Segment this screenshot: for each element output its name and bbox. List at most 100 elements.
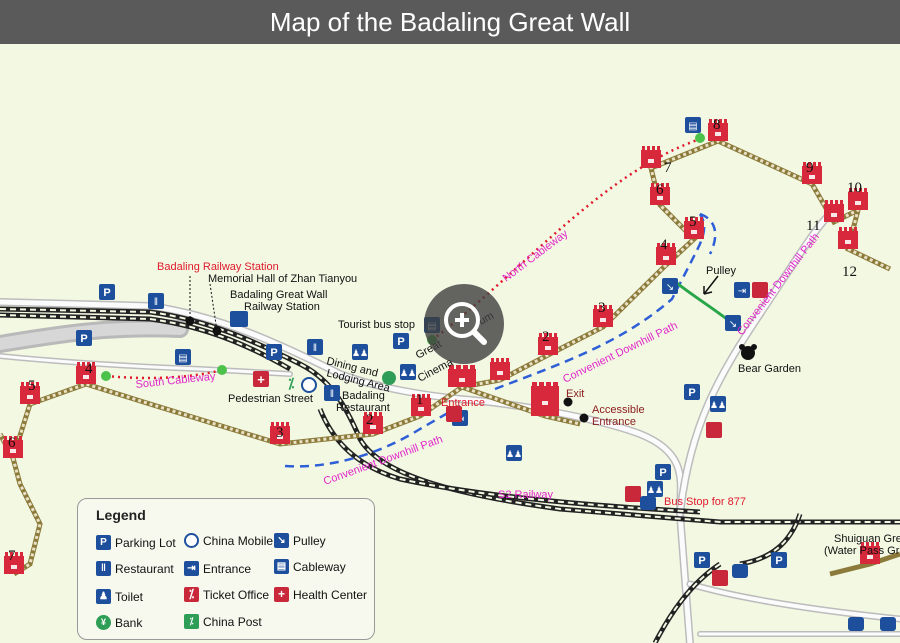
tower-glyph-north-9 (802, 162, 822, 184)
pulley-icon: ↘ (725, 315, 741, 331)
china-mobile-icon (301, 377, 317, 393)
railways (0, 306, 900, 643)
magnifier-plus-icon (444, 302, 480, 338)
tower-glyph-north-5 (684, 217, 704, 239)
tower-glyph-north-7 (641, 146, 661, 168)
toilet-icon: ♟♟ (647, 481, 663, 497)
svg-text:↘: ↘ (729, 319, 737, 330)
label-bus-stop-877: Bus Stop for 877 (664, 496, 746, 508)
svg-text:⁒: ⁒ (288, 375, 295, 391)
legend-item-restaurant: ǁ Restaurant (96, 561, 174, 576)
label-shuiguan-2: (Water Pass Gr (824, 545, 900, 557)
label-railway-station: Badaling Railway Station (157, 261, 279, 273)
toilet-icon: ♟♟ (506, 445, 522, 461)
legend: Legend P Parking Lot China Mobile ↘ Pull… (77, 498, 375, 640)
tower-south-2: 2 (366, 412, 374, 428)
legend-label: Bank (115, 615, 143, 630)
zoom-control[interactable] (424, 284, 504, 364)
svg-text:▤: ▤ (688, 121, 697, 132)
tower-glyph-north-4 (656, 243, 676, 265)
tower-glyph-south-5 (20, 382, 40, 404)
svg-text:P: P (103, 287, 110, 299)
pulley-icon: ↘ (662, 278, 678, 294)
tower-glyph-north-12 (838, 227, 858, 249)
tower-glyph-north-1 (411, 394, 431, 416)
svg-text:P: P (80, 333, 87, 345)
label-downhill-2: Convenient Downhill Path (561, 320, 679, 386)
south-cableway-right-dot (217, 365, 227, 375)
south-cableway-line (105, 368, 223, 380)
restaurant-icon: ǁ (307, 339, 323, 355)
tower-south-5: 5 (28, 378, 36, 394)
tower-north-9: 9 (806, 160, 814, 176)
parking-icon: P (96, 535, 111, 550)
label-north-cableway: North Cableway (501, 227, 571, 284)
cableway-icon: ▤ (274, 559, 289, 574)
bus-icon (848, 617, 864, 631)
parking-icon: P (266, 344, 282, 360)
legend-label: Parking Lot (115, 535, 176, 550)
ticket-office-icon (752, 282, 768, 298)
tower-glyph-north-10 (848, 188, 868, 210)
parking-icon: P (393, 333, 409, 349)
north-cableway-top-dot (695, 133, 705, 143)
restaurant-icon: ǁ (96, 561, 111, 576)
svg-text:ǁ: ǁ (154, 297, 158, 308)
bus-icon (880, 617, 896, 631)
ticket-office-icon: ⁒ (184, 587, 199, 602)
parking-icon: P (655, 464, 671, 480)
tower-north-1: 1 (416, 392, 424, 408)
pulley-line (672, 278, 729, 322)
toilet-icon: ♟♟ (400, 364, 416, 380)
svg-text:♟♟: ♟♟ (352, 348, 368, 358)
legend-item-toilet: ♟ Toilet (96, 589, 143, 604)
tower-glyph-shuiguan (860, 542, 880, 564)
tower-north-12: 12 (842, 264, 857, 280)
legend-label: China Mobile (203, 533, 274, 548)
tower-north-3: 3 (598, 300, 606, 316)
tower-glyph-entrance-2 (490, 358, 510, 380)
tower-north-4: 4 (660, 237, 668, 253)
label-restaurant-2: Restaurant (336, 402, 390, 414)
tower-north-7: 7 (664, 160, 672, 176)
tower-numbers: 1 2 3 4 5 6 7 8 9 10 11 12 3 4 5 6 7 2 (8, 117, 862, 564)
svg-text:♟♟: ♟♟ (400, 368, 416, 378)
tower-north-10: 10 (847, 180, 862, 196)
tower-glyph-south-3 (270, 422, 290, 444)
bear-icon (739, 344, 757, 360)
cableway-icon: ▤ (685, 117, 701, 133)
tower-glyph-north-6 (650, 183, 670, 205)
bank-icon: ¥ (96, 615, 111, 630)
tower-glyph-north-8 (708, 119, 728, 141)
legend-label: Toilet (115, 589, 144, 604)
legend-item-cableway: ▤ Cableway (274, 559, 346, 574)
parking-icon: P (684, 384, 700, 400)
china-mobile-icon (184, 533, 199, 548)
parking-icon: P (76, 330, 92, 346)
tower-glyph-south-2 (363, 412, 383, 434)
legend-item-china-post: ⁒ China Post (184, 614, 262, 629)
tower-north-11: 11 (806, 218, 820, 234)
legend-label: China Post (203, 614, 262, 629)
label-bear-garden: Bear Garden (738, 363, 801, 375)
legend-item-pulley: ↘ Pulley (274, 533, 326, 548)
toilet-icon: ♟ (96, 589, 111, 604)
map-canvas[interactable]: P P P P P P P P ǁ ǁ ǁ ♟♟ ♟♟ ♟♟ ♟♟ ♟♟ ▤ ▤… (0, 44, 900, 643)
toilet-icon: ♟♟ (710, 396, 726, 412)
svg-text:▤: ▤ (178, 353, 187, 364)
ticket-office-icon (625, 486, 641, 502)
toilet-icon: ♟♟ (352, 344, 368, 360)
label-accessible-2: Entrance (592, 416, 636, 428)
legend-item-bank: ¥ Bank (96, 615, 142, 630)
cableways (105, 137, 701, 380)
legend-label: Ticket Office (203, 587, 270, 602)
svg-text:P: P (698, 555, 705, 567)
health-center-icon: + (253, 371, 269, 387)
svg-text:♟♟: ♟♟ (506, 449, 522, 459)
tower-glyph-south-7 (4, 552, 24, 574)
north-cableway-line (431, 137, 701, 341)
svg-text:⇥: ⇥ (738, 286, 746, 297)
restaurant-icon: ǁ (148, 293, 164, 309)
legend-item-ticket-office: ⁒ Ticket Office (184, 587, 269, 602)
parking-icon: P (99, 284, 115, 300)
